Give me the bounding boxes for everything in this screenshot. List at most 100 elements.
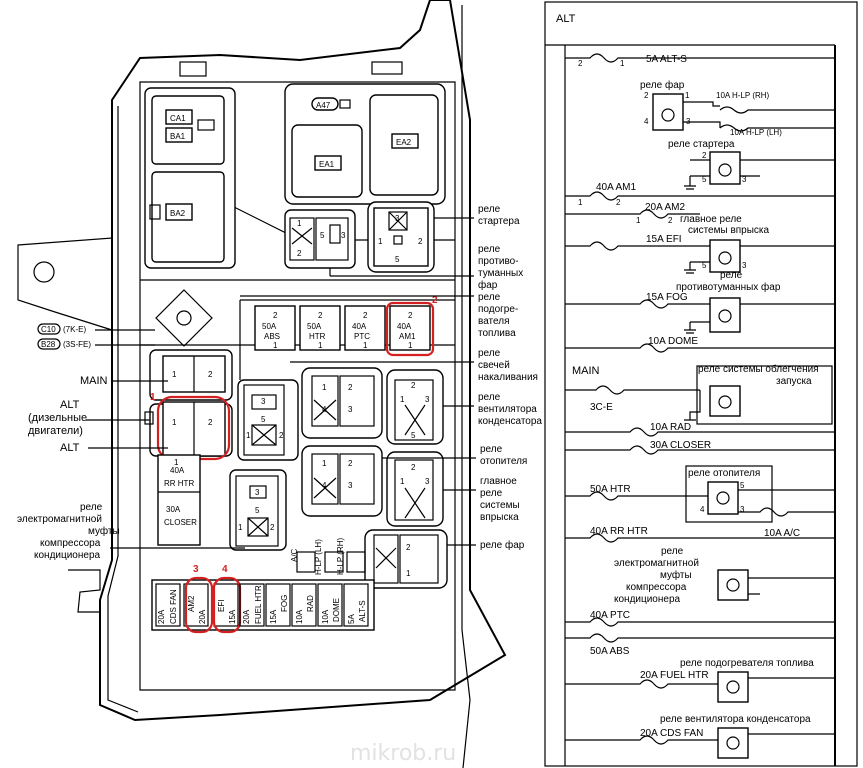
pin-label: 2 [702,151,707,160]
pin-label: 3 [686,117,691,126]
pin-label: 1 [636,216,641,225]
fuse-closer-name: CLOSER [164,518,197,527]
label-heater-1: реле [480,444,503,455]
label-cdsfan-3: конденсатора [478,416,542,427]
fuse-htr-amp: 50A [307,322,322,331]
pin-label: 3 [395,214,400,223]
socket-ca1 [165,109,193,125]
label-fuelhtr-1: реле [478,292,501,303]
fuse-rrhtr-name: RR HTR [164,479,194,488]
pin-label: 5 [320,231,325,240]
sch-heater-relay: реле отопителя [688,468,760,479]
mini-fuse-cds-fan: 20A CDS FAN [155,583,181,627]
sch-efi-relay-2: системы впрыска [688,225,770,236]
label-efi-4: впрыска [480,512,519,523]
pin-label: 1 [297,219,302,228]
pin-label: 4 [322,405,327,414]
pin-label: 1 [400,395,405,404]
pin-label: 2 [411,463,416,472]
pin-label: 2 [616,198,621,207]
pin-label: 3 [255,488,260,497]
red-mark-1: 1 [150,392,156,403]
sch-efi: 15A EFI [646,234,682,245]
fuel-heater-relay-socket: 1 4 2 3 [301,367,383,439]
fuse-abs-amp: 50A [262,322,277,331]
highlight-am2 [184,576,214,634]
efi-main-relay-socket: 2 1 3 [386,451,444,527]
sch-ac-clutch-1: реле [661,546,684,557]
pin-label: 2 [363,311,368,320]
sch-htr: 50A HTR [590,484,631,495]
label-fog-3: туманных [478,268,523,279]
pin-label: 1 [172,418,177,427]
sch-ac-clutch-5: кондиционера [614,594,681,605]
sch-am1: 40A AM1 [596,182,636,193]
pin-label: 5 [740,481,745,490]
label-fuelhtr-4: топлива [478,328,516,339]
pin-label: 5 [702,261,707,270]
mini-fuse-fuel-htr: 20A FUEL HTR [239,583,265,627]
svg-text:5A: 5A [347,614,356,624]
sch-efi-relay-1: главное реле [680,214,742,225]
pin-label: 3 [425,395,430,404]
pin-label: 2 [270,523,275,532]
svg-text:10A: 10A [295,609,304,624]
label-fog-1: реле [478,244,501,255]
sch-fog-relay-2: противотуманных фар [676,281,781,293]
sch-closer: 30A CLOSER [650,440,711,451]
watermark: mikrob.ru [350,741,456,766]
pin-label: 1 [620,59,625,68]
main-fuse: 1 2 [149,349,233,401]
pin-label: 3 [425,477,430,486]
sch-hlp-rh: 10A H-LP (RH) [716,91,770,100]
legend-7ke: (7K-E) [63,325,86,334]
svg-text:EFI: EFI [217,600,226,612]
pin-label: 3 [742,175,747,184]
pin-label: 1 [238,523,243,532]
pin-label: 1 [174,458,179,467]
socket-ba2-label: BA2 [170,209,186,218]
mounting-point [155,289,213,347]
pin-label: 1 [172,370,177,379]
pin-label: 5 [702,175,707,184]
pin-label: 2 [208,418,213,427]
red-mark-4: 4 [222,564,228,575]
label-cdsfan-2: вентилятора [478,404,537,415]
mini-fuse-rad: 10A RAD [291,583,317,627]
label-glow-3: накаливания [478,372,538,383]
mini-fuse-fog: 15A FOG [265,583,291,627]
label-heater-2: отопителя [480,456,527,467]
socket-ea2-label: EA2 [396,138,412,147]
label-hlp-lh: H-LP (LH) [314,539,323,575]
red-mark-3: 3 [193,564,199,575]
mini-fuse-efi: EFI 15A [212,576,242,634]
legend-c10: C10 [41,325,56,334]
sch-ptc: 40A PTC [590,610,630,621]
sch-dome: 10A DOME [648,336,698,347]
pin-label: 2 [279,431,284,440]
fuse-rrhtr-amp: 40A [170,466,185,475]
sch-ac: 10A A/C [764,528,800,539]
svg-text:ALT-S: ALT-S [358,600,367,622]
svg-text:20A: 20A [157,609,166,624]
fuse-am1-amp: 40A [397,322,412,331]
sch-start-assist-2: запуска [776,376,812,387]
pin-label: 1 [322,459,327,468]
label-hlp-rh: H-LP (RH) [336,537,345,575]
ac-clutch-relay-socket: 3 5 1 2 [229,469,287,551]
pin-label: 1 [378,237,383,246]
svg-text:FUEL HTR: FUEL HTR [254,585,263,624]
big-fuse-row: 2 50A ABS 1 2 50A HTR 1 2 40A PTC 1 2 40… [254,295,438,357]
label-fuelhtr-2: подогре- [478,304,518,315]
label-glow-2: свечей [478,360,510,371]
sch-alt-s: 5A ALT-S [646,54,687,65]
pin-label: 1 [363,341,368,350]
pin-label: 1 [578,198,583,207]
mini-fuse-am2: AM2 20A [183,576,214,634]
pin-label: 1 [246,431,251,440]
label-starter-2: стартера [478,216,520,227]
fuse-htr-name: HTR [309,332,326,341]
svg-text:15A: 15A [269,609,278,624]
schematic-main: MAIN [572,365,600,377]
label-glow-1: реле [478,348,501,359]
